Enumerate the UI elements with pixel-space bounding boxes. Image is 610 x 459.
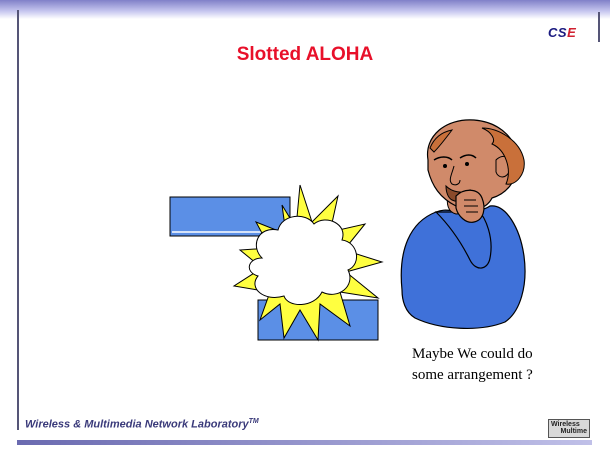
speech-caption: Maybe We could do some arrangement ? [412, 344, 592, 386]
caption-line-1: Maybe We could do [412, 344, 592, 365]
badge-line-2: Multime [551, 428, 587, 435]
footer-lab-name: Wireless & Multimedia Network Laboratory… [25, 418, 259, 431]
wireless-multimedia-badge-icon: Wireless Multime [548, 419, 590, 438]
badge-line-1: Wireless [551, 421, 580, 428]
footer-text: Wireless & Multimedia Network Laboratory [25, 419, 249, 431]
trademark-mark: TM [249, 418, 259, 425]
thinking-man-illustration [401, 120, 525, 329]
footer-bar [17, 440, 592, 445]
caption-line-2: some arrangement ? [412, 365, 592, 386]
